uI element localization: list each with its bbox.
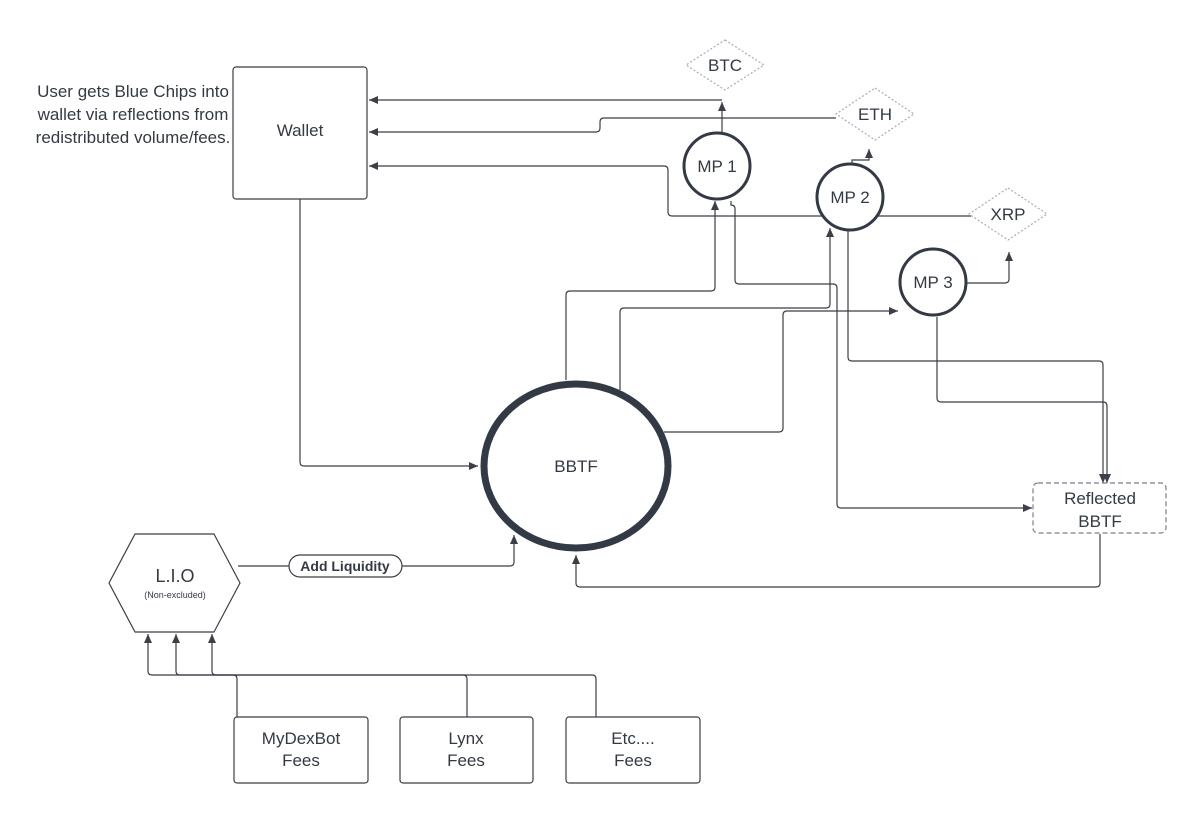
btc-label: BTC	[708, 56, 742, 75]
mydexbot-label-line2: Fees	[282, 751, 320, 770]
lynx-label-line1: Lynx	[448, 729, 484, 748]
bbtf-node: BBTF	[480, 380, 672, 552]
mp3-label: MP 3	[913, 273, 952, 292]
reflected-label-line1: Reflected	[1064, 489, 1136, 508]
eth-node: ETH	[834, 87, 916, 141]
eth-label: ETH	[858, 105, 892, 124]
connectors	[144, 96, 1111, 717]
connector-eth-wallet	[369, 117, 836, 136]
connector-reflected-bbtf	[572, 534, 1101, 588]
lynx-fees-box: Lynx Fees	[399, 716, 534, 784]
etc-fees-box: Etc.... Fees	[565, 716, 701, 784]
connector-xrp-wallet	[369, 162, 971, 217]
bbtf-label: BBTF	[554, 457, 597, 476]
connector-bbtf-mp1	[565, 201, 719, 380]
connector-mp2-reflected	[847, 228, 1107, 483]
btc-node: BTC	[684, 39, 766, 91]
mp2-label: MP 2	[830, 188, 869, 207]
connector-etc-lio	[208, 634, 597, 717]
wallet-annotation: User gets Blue Chips into wallet via ref…	[35, 82, 231, 147]
etc-label-line1: Etc....	[611, 729, 654, 748]
connector-wallet-bbtf	[299, 199, 478, 470]
etc-label-line2: Fees	[614, 751, 652, 770]
add-liquidity-text: Add Liquidity	[300, 558, 390, 574]
connector-bbtf-mp2	[619, 228, 834, 390]
lio-sublabel: (Non-excluded)	[144, 590, 206, 600]
add-liquidity-label: Add Liquidity	[288, 554, 403, 578]
mydexbot-fees-box: MyDexBot Fees	[233, 716, 369, 784]
reflected-bbtf-box: Reflected BBTF	[1032, 482, 1167, 534]
connector-add-liquidity-bbtf	[402, 535, 518, 567]
mp1-node: MP 1	[682, 131, 752, 201]
connector-mp3-xrp	[962, 252, 1013, 284]
connector-mp3-reflected	[936, 317, 1111, 483]
xrp-label: XRP	[991, 205, 1026, 224]
reflected-label-line2: BBTF	[1078, 512, 1121, 531]
connector-mp1-reflected	[730, 201, 1032, 512]
mp1-label: MP 1	[697, 157, 736, 176]
lio-node: L.I.O (Non-excluded)	[108, 533, 241, 633]
lio-label: L.I.O	[155, 566, 194, 586]
lynx-label-line2: Fees	[447, 751, 485, 770]
wallet-box: Wallet	[232, 66, 368, 200]
mp3-node: MP 3	[898, 247, 968, 317]
mydexbot-label-line1: MyDexBot	[262, 729, 341, 748]
wallet-label: Wallet	[277, 121, 324, 140]
mp2-node: MP 2	[815, 162, 885, 232]
xrp-node: XRP	[967, 187, 1049, 241]
connector-bbtf-mp3	[664, 307, 898, 433]
